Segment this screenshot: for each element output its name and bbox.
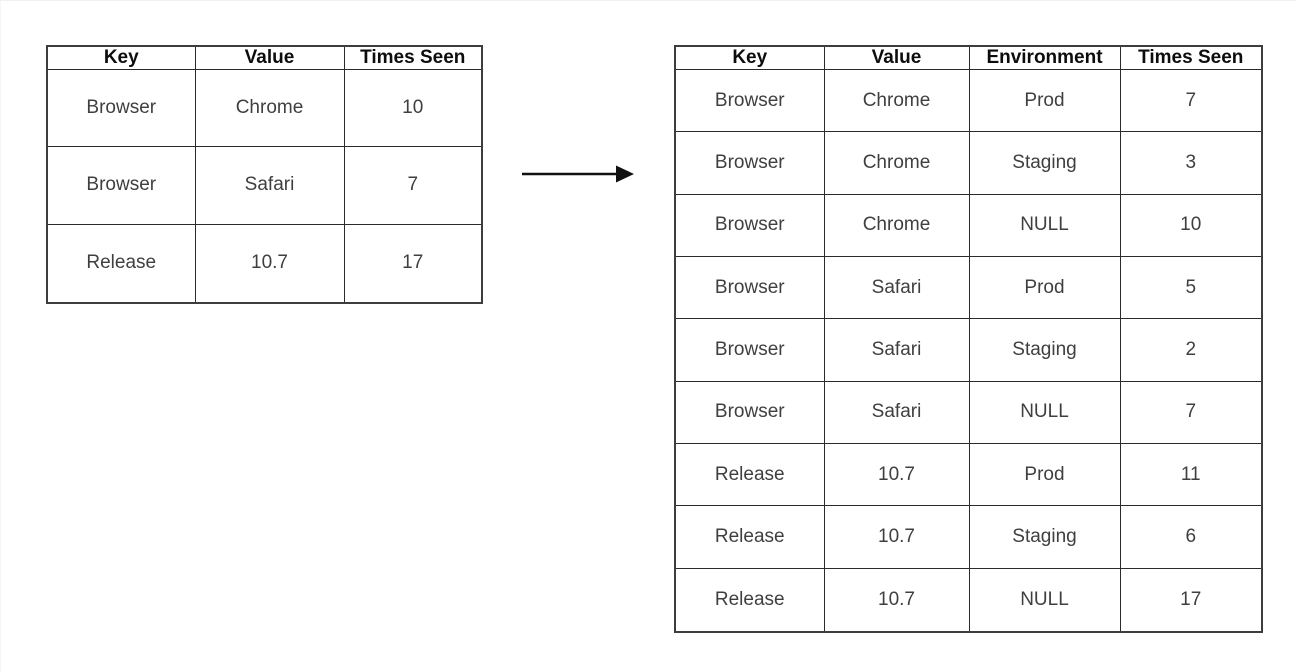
table-row: Release 10.7 Staging 6	[674, 505, 1263, 569]
cell-times-seen: 7	[343, 146, 483, 225]
table-row: Release 10.7 NULL 17	[674, 567, 1263, 633]
cell-value: 10.7	[823, 505, 970, 569]
cell-times-seen: 10	[343, 68, 483, 148]
cell-value: 10.7	[823, 567, 970, 633]
cell-key: Release	[674, 443, 825, 507]
column-header-key: Key	[46, 45, 196, 70]
null-cell: NULL	[968, 193, 1121, 258]
cell-times-seen: 3	[1119, 131, 1263, 195]
column-header-value: Value	[194, 45, 345, 70]
cell-value: Safari	[194, 146, 345, 225]
cell-times-seen: 11	[1119, 443, 1263, 507]
cell-value: Chrome	[823, 193, 970, 258]
cell-key: Browser	[674, 380, 825, 445]
column-header-environment: Environment	[968, 45, 1121, 70]
cell-times-seen: 10	[1119, 193, 1263, 258]
cell-key: Browser	[46, 146, 196, 225]
table-row: Browser Safari Staging 2	[674, 318, 1263, 382]
cell-value: Chrome	[823, 131, 970, 195]
cell-value: Chrome	[194, 68, 345, 148]
result-header-row: Key Value Environment Times Seen	[674, 45, 1263, 70]
cell-times-seen: 5	[1119, 256, 1263, 320]
cell-key: Browser	[674, 193, 825, 258]
cell-times-seen: 17	[343, 223, 483, 304]
table-row: Browser Chrome Staging 3	[674, 131, 1263, 195]
column-header-times-seen: Times Seen	[1119, 45, 1263, 70]
cell-key: Browser	[674, 68, 825, 133]
source-table: Key Value Times Seen Browser Chrome 10 B…	[46, 45, 483, 304]
cell-key: Release	[674, 567, 825, 633]
cell-key: Browser	[674, 256, 825, 320]
cell-times-seen: 17	[1119, 567, 1263, 633]
cell-key: Browser	[46, 68, 196, 148]
table-row: Browser Safari Prod 5	[674, 256, 1263, 320]
source-header-row: Key Value Times Seen	[46, 45, 483, 70]
column-header-times-seen: Times Seen	[343, 45, 483, 70]
cell-times-seen: 7	[1119, 380, 1263, 445]
table-row: Browser Safari 7	[46, 146, 483, 225]
cell-environment: Staging	[968, 131, 1121, 195]
cell-value: Safari	[823, 380, 970, 445]
column-header-key: Key	[674, 45, 825, 70]
cell-key: Release	[674, 505, 825, 569]
cell-times-seen: 2	[1119, 318, 1263, 382]
arrow-right-icon	[520, 160, 638, 188]
cell-key: Browser	[674, 131, 825, 195]
cell-key: Browser	[674, 318, 825, 382]
cell-value: 10.7	[194, 223, 345, 304]
table-row: Browser Chrome Prod 7	[674, 68, 1263, 133]
cell-environment: Staging	[968, 318, 1121, 382]
column-header-value: Value	[823, 45, 970, 70]
cell-environment: Prod	[968, 68, 1121, 133]
cell-value: Safari	[823, 256, 970, 320]
cell-key: Release	[46, 223, 196, 304]
table-row: Browser Chrome 10	[46, 68, 483, 148]
cell-environment: Prod	[968, 256, 1121, 320]
cell-times-seen: 7	[1119, 68, 1263, 133]
null-cell: NULL	[968, 567, 1121, 633]
table-row: Browser Safari NULL 7	[674, 380, 1263, 445]
null-cell: NULL	[968, 380, 1121, 445]
result-table: Key Value Environment Times Seen Browser…	[674, 45, 1263, 633]
cell-times-seen: 6	[1119, 505, 1263, 569]
cell-environment: Staging	[968, 505, 1121, 569]
cell-environment: Prod	[968, 443, 1121, 507]
cell-value: Chrome	[823, 68, 970, 133]
table-row: Release 10.7 17	[46, 223, 483, 304]
cell-value: 10.7	[823, 443, 970, 507]
cell-value: Safari	[823, 318, 970, 382]
table-row: Release 10.7 Prod 11	[674, 443, 1263, 507]
table-row: Browser Chrome NULL 10	[674, 193, 1263, 258]
